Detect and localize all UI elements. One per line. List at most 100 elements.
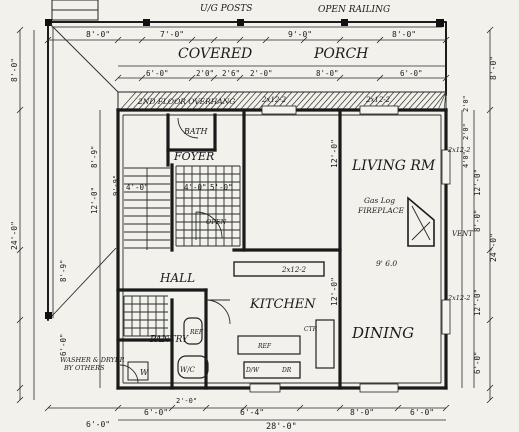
dim-porch-c: 2'6": [222, 69, 240, 78]
hatch-stroke: [353, 91, 371, 111]
counter-label: CTR: [304, 326, 318, 333]
hatch-stroke: [257, 91, 275, 111]
dim-porch-b: 2'0": [196, 69, 214, 78]
dim-porch-f: 6'-0": [400, 69, 423, 78]
hatch-stroke: [173, 91, 191, 111]
hatch-stroke: [149, 91, 167, 111]
hatch-stroke: [395, 91, 413, 111]
dim-right-i: 4'0": [462, 151, 470, 168]
dining-label: DINING: [351, 324, 414, 342]
tick: [168, 404, 176, 412]
tick: [336, 404, 344, 412]
hatch-stroke: [311, 91, 329, 111]
fireplace-dim-label: 9' 6.0: [376, 259, 397, 268]
hatch-stroke: [329, 91, 347, 111]
hatch-stroke: [425, 91, 443, 111]
hatch-stroke: [209, 91, 227, 111]
hatch-stroke: [197, 91, 215, 111]
dim-right-e: 12'-0": [473, 289, 482, 316]
dim-porch-a: 6'-0": [146, 69, 169, 78]
header-label-4: 2x12-2: [447, 146, 470, 154]
tick: [16, 396, 24, 404]
dimension-text: 8'-0" 7'-0" 9'-0" 8'-0" 6'-0" 2'0" 2'6" …: [86, 30, 434, 432]
tick: [442, 404, 450, 412]
hatch-stroke: [215, 91, 233, 111]
hatch-stroke: [137, 91, 155, 111]
tick: [486, 246, 494, 254]
washer-dryer-label-1: WASHER & DRYER: [60, 356, 125, 364]
hatch-stroke: [317, 91, 335, 111]
hatch-stroke: [233, 91, 251, 111]
hatch-stroke: [179, 91, 197, 111]
header-label-1: 2x12-2: [261, 96, 287, 104]
dim-bottom-a: 6'-0": [86, 420, 110, 429]
foyer-label: FOYER: [173, 150, 214, 163]
washer-dryer-label-2: BY OTHERS: [63, 364, 105, 372]
dim-dining-vertical: 12'-0": [330, 277, 339, 306]
hatch-stroke: [413, 91, 431, 111]
hatch-stroke: [407, 91, 425, 111]
dim-top-b: 7'-0": [160, 30, 184, 39]
foyer-tile-grid: [175, 165, 241, 247]
dim-left-d: 12'-0": [90, 187, 99, 214]
hatch-stroke: [155, 91, 173, 111]
hatch-stroke: [125, 91, 143, 111]
hatch-stroke: [245, 91, 263, 111]
hatch-stroke: [431, 91, 447, 111]
tick: [44, 36, 52, 44]
open-railing-label: OPEN RAILING: [318, 5, 390, 15]
dim-living-vertical: 12'-0": [330, 139, 339, 168]
dim-top-d: 8'-0": [392, 30, 416, 39]
dim-right-h: 2'0": [462, 123, 470, 140]
tick: [442, 74, 450, 82]
dim-bottom-d: 28'-0": [266, 422, 297, 432]
dim-porch-e: 8'-0": [316, 69, 339, 78]
hatch-stroke: [143, 91, 161, 111]
hatch-stroke: [419, 91, 437, 111]
porch-label: PORCH: [313, 46, 369, 62]
hatch-stroke: [185, 91, 203, 111]
hatch-stroke: [227, 91, 245, 111]
dim-right-f: 6'-0": [473, 351, 482, 374]
dim-right-g: 2'0": [462, 95, 470, 112]
text-labels: U/G POSTS OPEN RAILING COVERED PORCH 2ND…: [60, 4, 474, 377]
overhang-label: 2ND FLOOR OVERHANG: [137, 97, 235, 106]
hatch-stroke: [251, 91, 269, 111]
tick: [16, 316, 24, 324]
staircase: [124, 167, 170, 250]
tick: [394, 404, 402, 412]
hatch-stroke: [239, 91, 257, 111]
tick: [188, 36, 196, 44]
tick: [486, 106, 494, 114]
dim-left-a: 8'-0": [10, 58, 19, 82]
hatch-stroke: [443, 91, 447, 111]
dryer-label: DR: [281, 367, 292, 374]
kitchen-label: KITCHEN: [249, 297, 316, 312]
tick: [236, 74, 244, 82]
hatch-stroke: [347, 91, 365, 111]
header-label-2: 2x12-2: [365, 96, 391, 104]
hatch-stroke: [293, 91, 311, 111]
overhang-hatch: [119, 91, 447, 111]
tick: [202, 404, 210, 412]
dim-bottom-f: 6'-0": [410, 408, 434, 417]
hatch-stroke: [341, 91, 359, 111]
tick: [188, 74, 196, 82]
kitchen-counters: [127, 261, 335, 381]
tick: [376, 74, 384, 82]
hall-label: HALL: [159, 271, 195, 285]
tick: [44, 404, 52, 412]
tick: [138, 36, 146, 44]
tick: [296, 404, 304, 412]
hatch-stroke: [191, 91, 209, 111]
dim-left-f: 6'-0": [59, 333, 68, 356]
fireplace[interactable]: [407, 196, 435, 247]
dim-left-c: 8'-9": [90, 145, 99, 168]
dim-porch-d: 2'-0": [250, 69, 273, 78]
dim-right-d: 8'-0": [473, 209, 482, 232]
dim-foyer-b: 5'-0": [210, 183, 233, 192]
dim-bottom-e: 8'-0": [350, 408, 374, 417]
windows: [249, 105, 451, 393]
